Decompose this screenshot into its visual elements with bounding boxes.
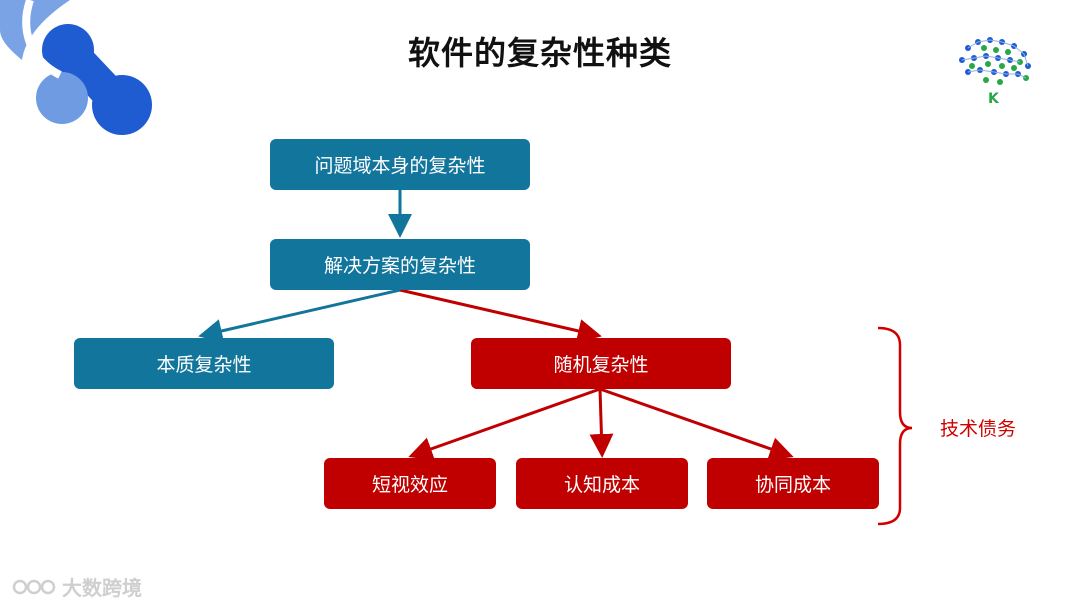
node-accidental-complexity: 随机复杂性 xyxy=(471,338,731,389)
node-short-sighted-effect: 短视效应 xyxy=(324,458,496,509)
watermark: 大数跨境 xyxy=(12,572,142,601)
node-collaboration-cost: 协同成本 xyxy=(707,458,879,509)
arrow-solution-to-accidental xyxy=(399,288,602,343)
watermark-text: 大数跨境 xyxy=(62,576,142,600)
logo-letter: K xyxy=(988,91,999,107)
node-cognitive-cost: 认知成本 xyxy=(516,458,688,509)
watermark-logo-icon xyxy=(12,579,56,594)
arrow-accidental-to-short-sighted xyxy=(408,387,601,461)
page-title: 软件的复杂性种类 xyxy=(407,34,672,72)
tech-debt-bracket xyxy=(877,326,913,526)
node-solution-complexity: 解决方案的复杂性 xyxy=(270,239,530,290)
decorative-molecule-logo xyxy=(0,0,152,135)
arrow-accidental-to-cognitive xyxy=(589,388,614,458)
arrow-accidental-to-collaboration xyxy=(599,387,794,461)
node-essential-complexity: 本质复杂性 xyxy=(74,338,334,389)
arrow-solution-to-essential xyxy=(198,288,401,343)
node-problem-domain-complexity: 问题域本身的复杂性 xyxy=(270,139,530,190)
tech-debt-label: 技术债务 xyxy=(940,418,1017,440)
